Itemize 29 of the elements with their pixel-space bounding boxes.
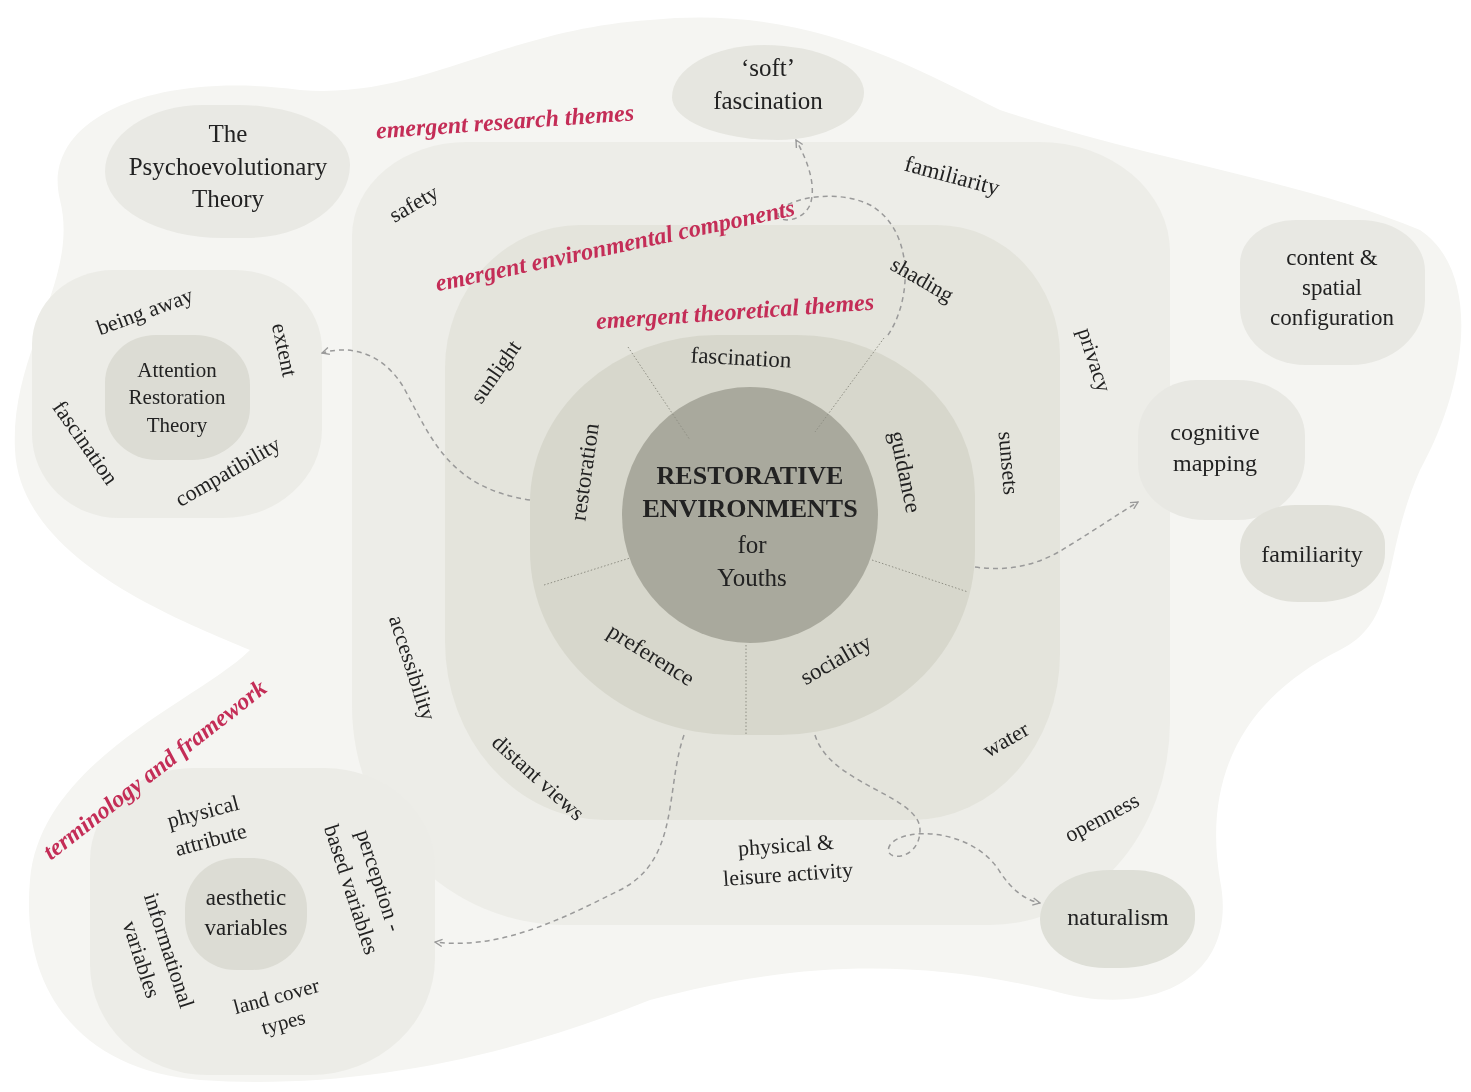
theme-label: The Psychoevolutionary Theory (127, 119, 329, 215)
theme-label: safety (384, 178, 444, 230)
center-subtitle: for Youths (716, 529, 788, 592)
ring-heading: emergent theoretical themes (594, 287, 876, 337)
ring-heading: emergent research themes (374, 98, 636, 146)
theme-label: familiarity (1261, 540, 1363, 570)
dashed-arrow (814, 734, 1041, 906)
theme-label: aesthetic variables (203, 884, 289, 942)
theme-label: ‘soft’ fascination (712, 52, 824, 115)
theme-label: being away (92, 281, 198, 343)
theme-label: land cover types (229, 972, 323, 1042)
theme-label: privacy (1071, 324, 1118, 396)
center-title: RESTORATIVE ENVIRONMENTS (641, 459, 859, 524)
dashed-arrow (974, 501, 1139, 570)
theme-label: fascination (689, 341, 793, 375)
theme-label: naturalism (1067, 903, 1169, 933)
dashed-arrow (321, 347, 531, 501)
theme-label: cognitive mapping (1169, 417, 1261, 478)
theme-label: restoration (564, 421, 605, 523)
theme-label: guidance (883, 428, 928, 516)
theme-label: Attention Restoration Theory (127, 357, 227, 439)
dashed-arrow (434, 734, 685, 947)
theme-label: extent (265, 320, 304, 380)
theme-label: sunsets (992, 430, 1025, 496)
dashed-arrow (777, 139, 906, 336)
theme-label: physical & leisure activity (721, 828, 855, 893)
theme-label: water (977, 715, 1034, 765)
cluster-blob (32, 270, 322, 518)
theme-label: content & spatial configuration (1269, 244, 1395, 332)
